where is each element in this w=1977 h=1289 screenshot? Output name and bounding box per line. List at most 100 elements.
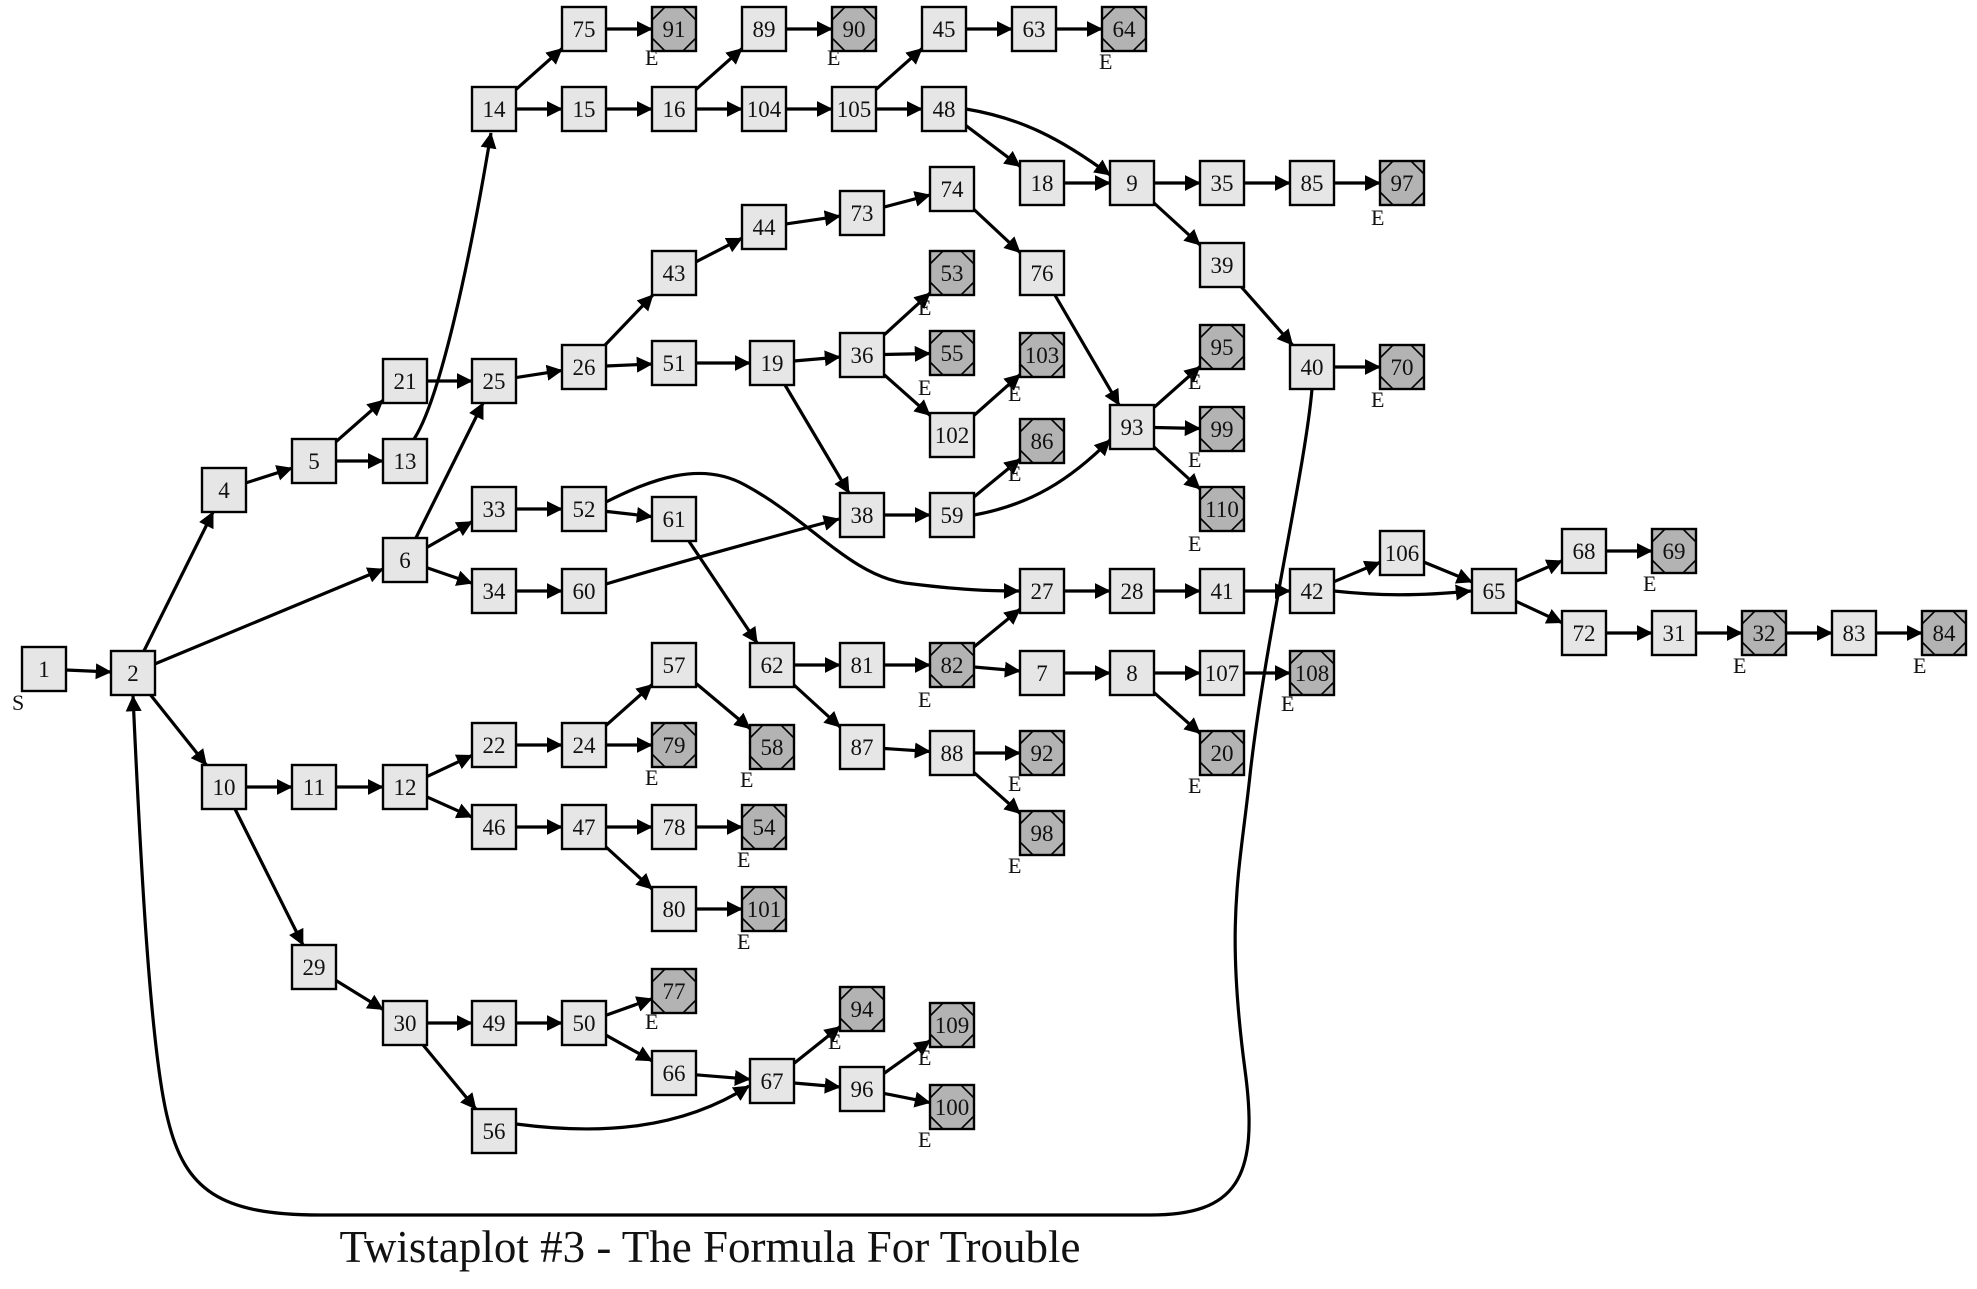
end-marker: E xyxy=(1188,369,1201,394)
ending-octagon-icon xyxy=(1019,418,1065,464)
node-62: 62 xyxy=(748,641,796,689)
edge-6-to-33 xyxy=(426,520,473,549)
node-29: 29 xyxy=(290,943,338,991)
node-75: 75 xyxy=(560,5,608,53)
node-label: 9 xyxy=(1126,171,1138,196)
node-label: 75 xyxy=(573,17,596,42)
ending-octagon-icon xyxy=(651,722,697,768)
node-label: 64 xyxy=(1113,17,1137,42)
section-box xyxy=(560,5,608,53)
section-box xyxy=(470,485,518,533)
node-label: 60 xyxy=(573,579,596,604)
node-2: 2 xyxy=(109,649,157,697)
node-81: 81 xyxy=(838,641,886,689)
edge-36-to-53 xyxy=(882,291,932,337)
node-label: 20 xyxy=(1211,741,1234,766)
edge-67-to-94 xyxy=(793,1025,841,1065)
edge-82-to-7 xyxy=(973,661,1021,678)
node-label: 79 xyxy=(663,733,686,758)
node-label: 66 xyxy=(663,1061,686,1086)
edge-43-to-44 xyxy=(695,236,743,264)
ending-octagon-icon xyxy=(1199,730,1245,776)
section-box xyxy=(928,411,976,459)
ending-octagon-icon xyxy=(1101,6,1147,52)
ending-octagon-icon xyxy=(1289,650,1335,696)
section-box xyxy=(740,85,788,133)
edge-48-to-18 xyxy=(965,124,1021,168)
edge-4-to-5 xyxy=(245,465,293,485)
section-box xyxy=(748,641,796,689)
ending-octagon-icon xyxy=(1379,344,1425,390)
node-86: 86E xyxy=(1008,417,1066,486)
node-95: 95E xyxy=(1188,323,1246,394)
edge-76-to-93 xyxy=(1053,294,1121,406)
node-label: 87 xyxy=(851,735,874,760)
node-label: 28 xyxy=(1121,579,1144,604)
section-box xyxy=(109,649,157,697)
node-label: 74 xyxy=(941,177,965,202)
node-31: 31 xyxy=(1650,609,1698,657)
node-12: 12 xyxy=(381,763,429,811)
node-89: 89 xyxy=(740,5,788,53)
end-marker: E xyxy=(1008,853,1021,878)
edge-52-to-61 xyxy=(605,506,653,523)
node-11: 11 xyxy=(290,763,338,811)
edge-36-to-102 xyxy=(882,373,932,417)
diagram-title: Twistaplot #3 - The Formula For Trouble xyxy=(339,1222,1080,1272)
section-box xyxy=(920,85,968,133)
edge-57-to-58 xyxy=(694,682,752,730)
node-label: 35 xyxy=(1211,171,1234,196)
node-label: 96 xyxy=(851,1077,874,1102)
node-label: 57 xyxy=(663,653,686,678)
node-label: 2 xyxy=(127,661,139,686)
start-marker: S xyxy=(12,690,24,715)
ending-octagon-icon xyxy=(839,986,885,1032)
node-label: 43 xyxy=(663,261,686,286)
node-label: 94 xyxy=(851,997,875,1022)
end-marker: E xyxy=(918,295,931,320)
section-box xyxy=(1830,609,1878,657)
edge-16-to-89 xyxy=(694,47,744,91)
node-label: 19 xyxy=(761,351,784,376)
section-box xyxy=(470,567,518,615)
ending-octagon-icon xyxy=(1019,810,1065,856)
node-91: 91E xyxy=(645,5,698,70)
edges xyxy=(65,21,1923,1217)
node-label: 70 xyxy=(1391,355,1414,380)
node-label: 40 xyxy=(1301,355,1324,380)
node-98: 98E xyxy=(1008,809,1066,878)
node-4: 4 xyxy=(200,466,248,514)
node-20: 20E xyxy=(1188,729,1246,798)
node-label: 45 xyxy=(933,17,956,42)
node-label: 67 xyxy=(761,1069,784,1094)
node-85: 85 xyxy=(1288,159,1336,207)
node-94: 94E xyxy=(828,985,886,1054)
edge-26-to-43 xyxy=(603,293,655,347)
section-box xyxy=(748,339,796,387)
node-92: 92E xyxy=(1008,729,1066,796)
node-63: 63 xyxy=(1010,5,1058,53)
node-65: 65 xyxy=(1470,567,1518,615)
node-67: 67 xyxy=(748,1057,796,1105)
node-label: 1 xyxy=(38,657,50,682)
ending-octagon-icon xyxy=(1019,332,1065,378)
edge-66-to-67 xyxy=(695,1069,751,1086)
node-54: 54E xyxy=(737,803,788,872)
node-61: 61 xyxy=(650,495,698,543)
node-79: 79E xyxy=(645,721,698,790)
node-5: 5 xyxy=(290,437,338,485)
section-box xyxy=(290,763,338,811)
node-label: 55 xyxy=(941,341,964,366)
section-box xyxy=(838,331,886,379)
node-label: 30 xyxy=(394,1011,417,1036)
ending-octagon-icon xyxy=(831,6,877,52)
node-1: 1S xyxy=(12,645,68,715)
node-60: 60 xyxy=(560,567,608,615)
end-marker: E xyxy=(1099,49,1112,74)
section-box xyxy=(560,803,608,851)
ending-octagon-icon xyxy=(1921,610,1967,656)
